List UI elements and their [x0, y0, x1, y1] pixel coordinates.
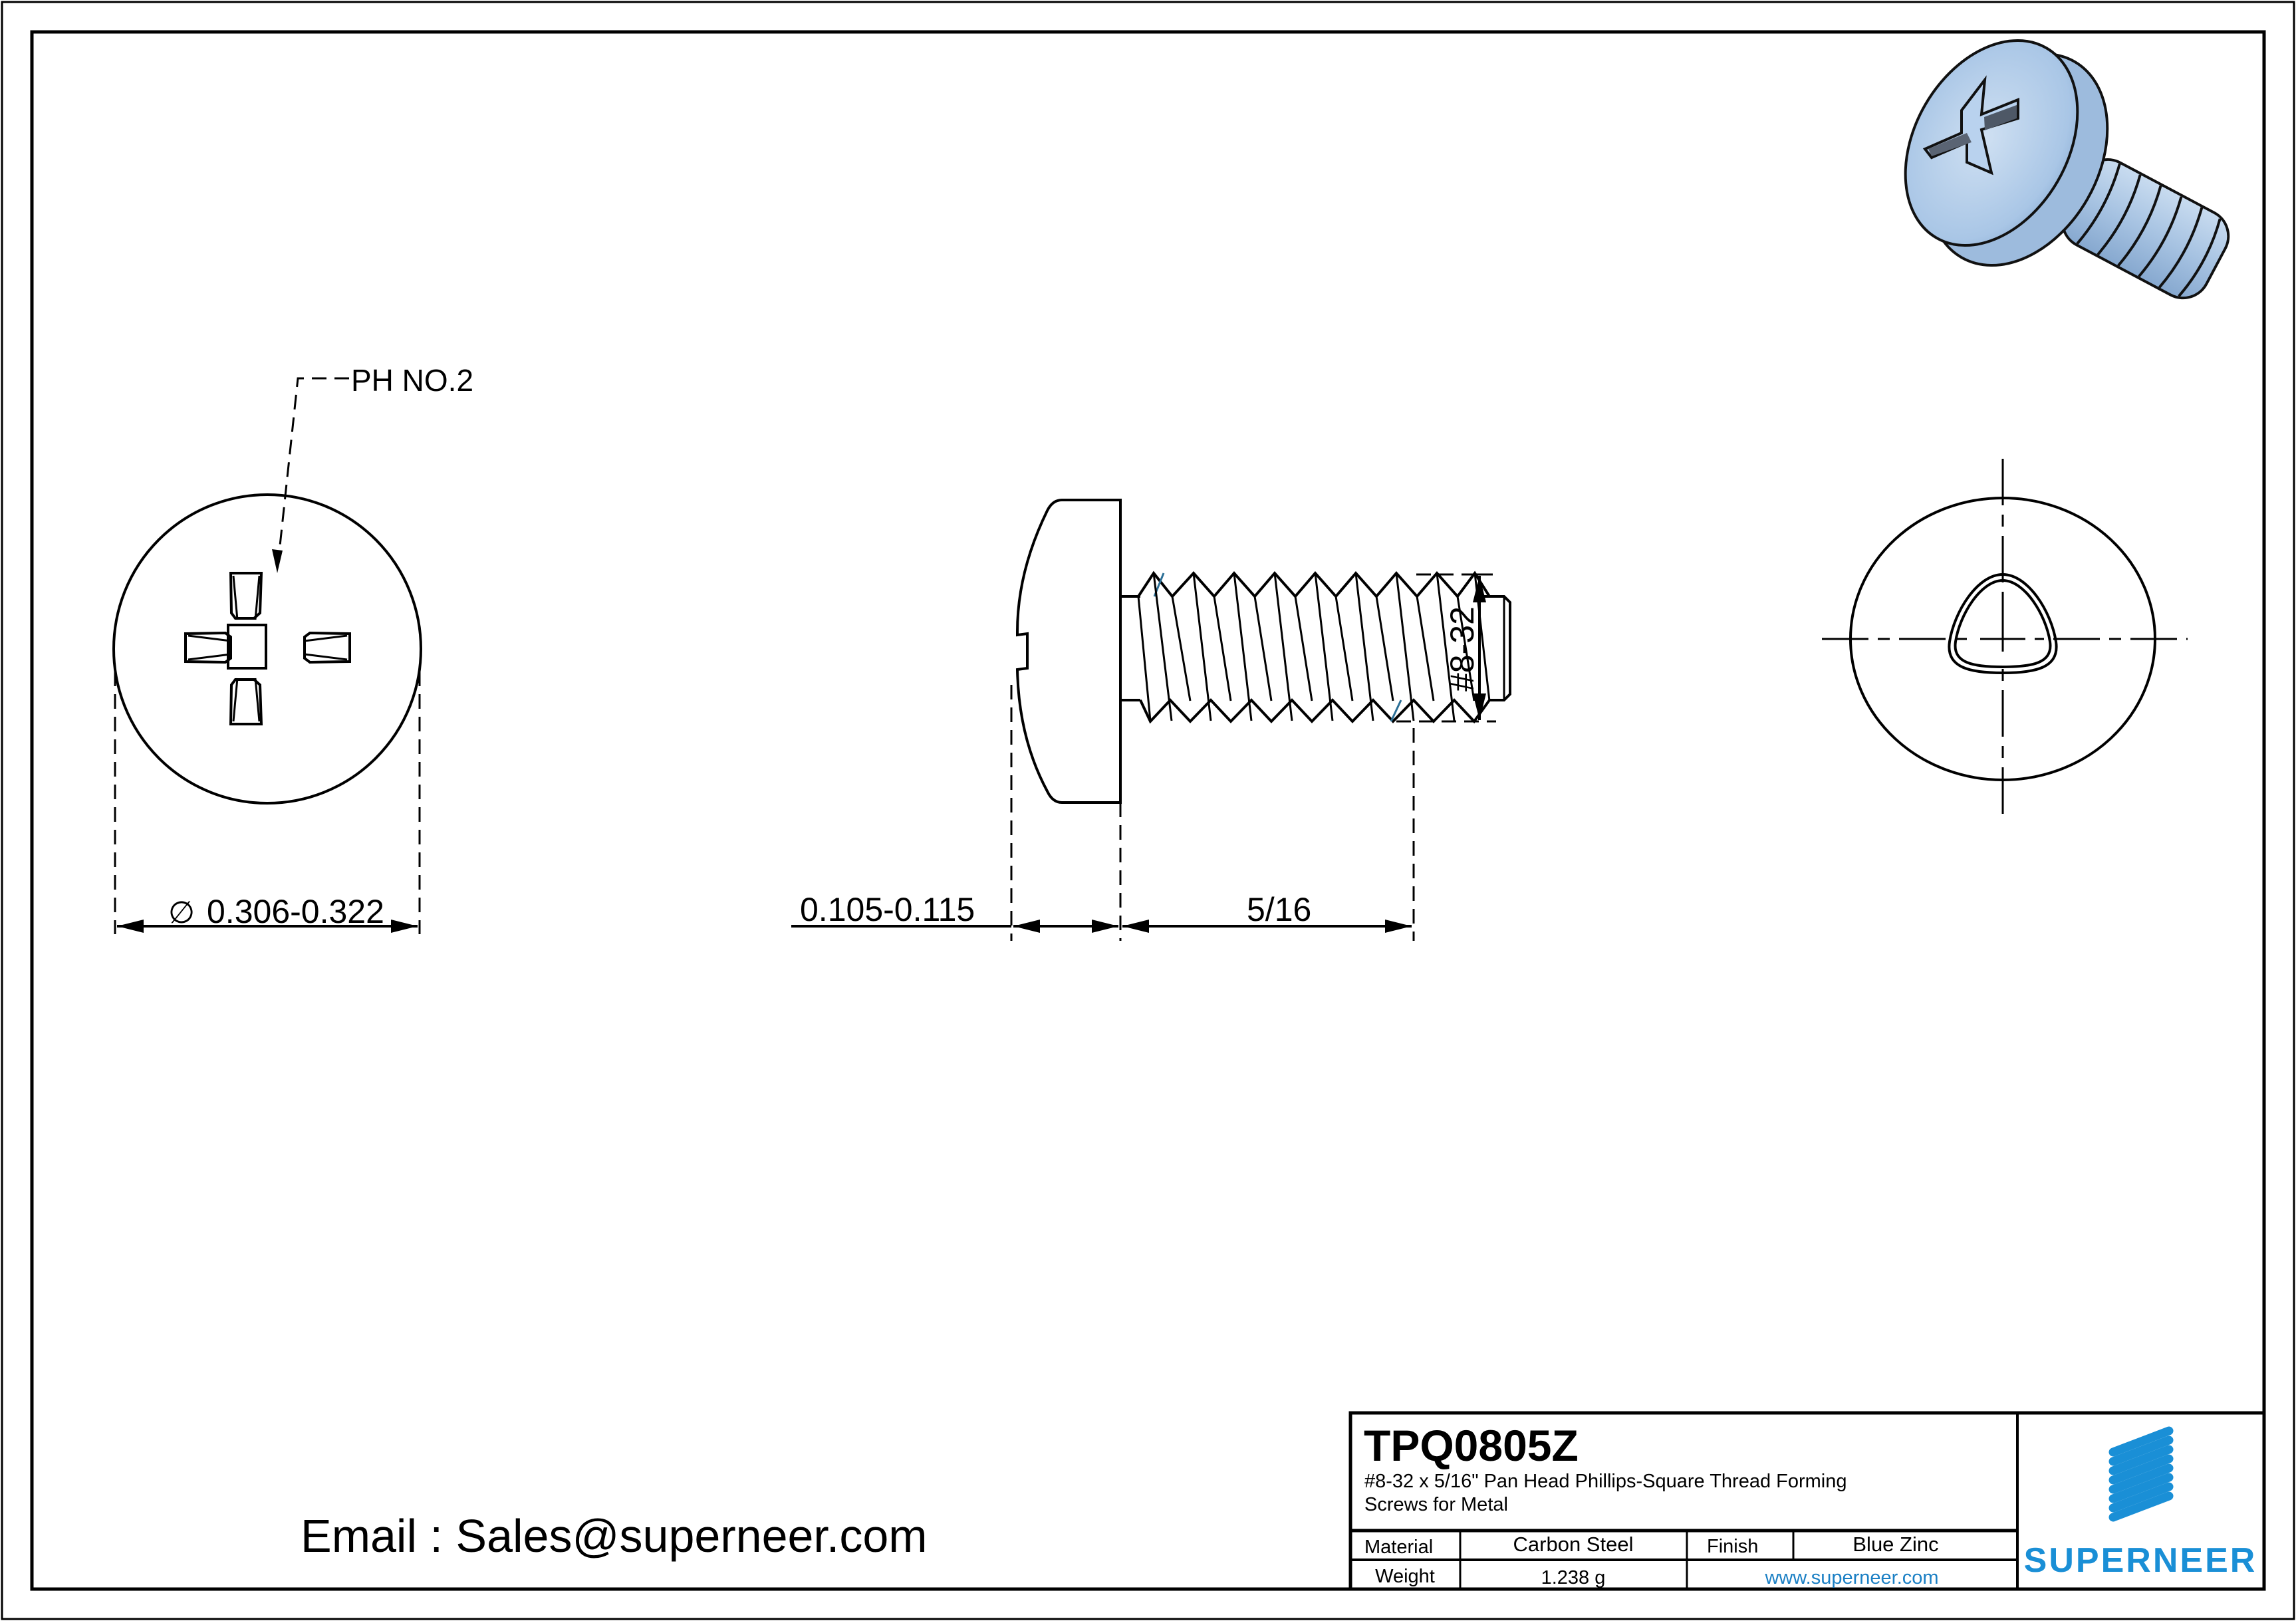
website-link[interactable]: www.superneer.com — [1764, 1567, 1938, 1588]
phillips-recess-icon — [184, 572, 351, 725]
diameter-symbol: ∅ — [168, 895, 195, 930]
weight-label: Weight — [1375, 1566, 1435, 1587]
part-number: TPQ0805Z — [1364, 1421, 1579, 1470]
description-line-1: #8-32 x 5/16" Pan Head Phillips-Square T… — [1364, 1471, 1847, 1492]
sheet-inner-border — [30, 30, 2266, 1591]
drive-leader-line — [276, 377, 349, 571]
trilobular-end-view — [1822, 459, 2188, 818]
iso-phillips-recess-icon — [1922, 75, 2019, 176]
finish-label: Finish — [1707, 1536, 1758, 1557]
weight-value: 1.238 g — [1541, 1567, 1606, 1588]
leader-arrowhead-icon — [272, 549, 283, 573]
finish-value: Blue Zinc — [1852, 1533, 1938, 1556]
superneer-logo-icon — [2108, 1426, 2174, 1522]
drive-callout: PH NO.2 — [351, 363, 473, 398]
logo-wordmark: SUPERNEER — [2024, 1541, 2257, 1580]
3d-render — [1904, 39, 2230, 300]
trilobe-inner — [1954, 578, 2052, 669]
material-label: Material — [1364, 1537, 1433, 1558]
head-outline-circle — [112, 493, 422, 805]
trilobe-outer — [1948, 572, 2058, 675]
length-value: 5/16 — [1247, 891, 1311, 928]
contact-email: Email : Sales@superneer.com — [301, 1510, 928, 1562]
head-diameter-value: 0.306-0.322 — [207, 893, 384, 930]
pan-head-profile — [1015, 499, 1122, 804]
head-top-view: PH NO.2 ∅ 0.306-0.322 — [112, 363, 473, 934]
head-height-value: 0.105-0.115 — [800, 891, 975, 928]
title-block: TPQ0805Z #8-32 x 5/16" Pan Head Phillips… — [1348, 1411, 2266, 1591]
description-line-2: Screws for Metal — [1364, 1494, 1508, 1515]
material-value: Carbon Steel — [1513, 1533, 1634, 1556]
side-profile-view: #8-32 0.105-0.115 5/16 — [791, 499, 1511, 941]
thread-size-label: #8-32 — [1444, 606, 1481, 691]
thread-profile — [1137, 570, 1511, 724]
